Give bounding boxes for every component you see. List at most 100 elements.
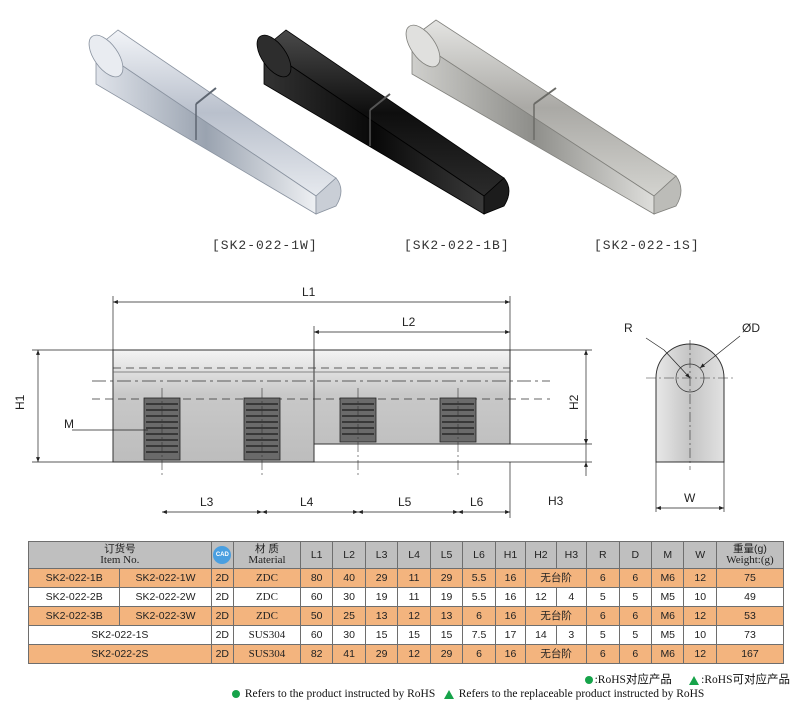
cell-value: 4 [555, 587, 588, 607]
table-row: SK2-022-2S 2D SUS304 82 41 29 12 29 6 16… [28, 644, 785, 664]
dim-label-h3: H3 [548, 494, 564, 508]
dim-label-w: W [684, 491, 696, 505]
header-l2: L2 [332, 541, 366, 569]
dimension-lines [32, 296, 592, 518]
dim-label-h2: H2 [567, 394, 581, 410]
table-row: SK2-022-1B SK2-022-1W 2D ZDC 80 40 29 11… [27, 568, 785, 588]
cell-value: 29 [364, 568, 399, 588]
cell-value: 6 [462, 606, 496, 626]
cell-cad: 2D [210, 625, 234, 645]
cell-value: 40 [332, 568, 366, 588]
dim-label-l5: L5 [398, 495, 412, 509]
cell-value: 50 [299, 606, 334, 626]
cell-value: 10 [683, 625, 717, 645]
cell-value: 29 [364, 644, 399, 664]
dim-label-l3: L3 [200, 495, 214, 509]
cell-item: SK2-022-1S [28, 625, 212, 645]
cell-value: 12 [397, 606, 431, 626]
cell-value: 82 [299, 644, 334, 664]
cell-value: 14 [525, 625, 557, 645]
cell-value: 13 [364, 606, 399, 626]
cell-cad: 2D [210, 606, 234, 626]
cell-value: M6 [650, 606, 685, 626]
cell-value: 12 [683, 606, 717, 626]
header-h2: H2 [525, 541, 557, 569]
cell-value: 12 [683, 568, 717, 588]
dim-label-h1: H1 [13, 394, 27, 410]
cell-value: 16 [494, 568, 527, 588]
cell-item: SK2-022-1W [119, 568, 212, 588]
technical-drawing: L1 L2 L3 L4 L5 L6 H1 H2 H3 M R ØD W [13, 285, 760, 518]
cell-value: 60 [299, 587, 334, 607]
dim-label-l1: L1 [302, 285, 316, 299]
cell-value: 29 [429, 568, 464, 588]
cell-value: 5.5 [462, 568, 496, 588]
cell-value: 11 [397, 587, 431, 607]
hinge-photo-black [256, 29, 510, 215]
cell-value: 12 [397, 644, 431, 664]
cell-value: 15 [364, 625, 399, 645]
cell-value: 15 [429, 625, 464, 645]
cell-value: 16 [494, 644, 527, 664]
cell-value: 6 [586, 606, 620, 626]
dim-label-l6: L6 [470, 495, 484, 509]
cell-value: 11 [397, 568, 431, 588]
table-row: SK2-022-1S 2D SUS304 60 30 15 15 15 7.5 … [28, 625, 785, 645]
cell-value: 13 [429, 606, 464, 626]
header-d: D [618, 541, 653, 569]
rohs-dot-icon [584, 676, 593, 685]
cell-value: M6 [650, 644, 685, 664]
cell-value: 15 [397, 625, 431, 645]
cell-weight: 73 [715, 625, 785, 645]
cell-value: 60 [299, 625, 334, 645]
cell-material: ZDC [232, 568, 301, 588]
header-w: W [683, 541, 717, 569]
cell-item: SK2-022-3W [119, 606, 212, 626]
cell-value: M5 [650, 587, 685, 607]
cell-item: SK2-022-2B [27, 587, 121, 607]
cell-value: 5 [586, 587, 620, 607]
cell-value: 5 [618, 625, 653, 645]
header-weight: 重量(g) Weight:(g) [715, 541, 785, 569]
cell-value: 6 [586, 568, 620, 588]
spec-table: 订货号 Item No. CAD 材 质 Material L1 L2 L3 L… [27, 541, 785, 664]
cell-value: 17 [494, 625, 527, 645]
cell-material: ZDC [232, 587, 301, 607]
header-l5: L5 [429, 541, 464, 569]
dim-label-d: ØD [742, 321, 760, 335]
notes-en: Refers to the product instructed by RoHS… [232, 688, 792, 700]
cell-value: 80 [299, 568, 334, 588]
cell-value: 5 [586, 625, 620, 645]
cell-weight: 167 [715, 644, 785, 664]
cell-cad: 2D [210, 644, 234, 664]
product-photos [88, 19, 682, 215]
cell-value: 41 [332, 644, 366, 664]
header-l1: L1 [299, 541, 334, 569]
rohs-dot-icon [232, 690, 240, 699]
header-h3: H3 [555, 541, 588, 569]
cell-value: 5 [618, 587, 653, 607]
cell-value: 29 [429, 644, 464, 664]
cell-value: 6 [618, 644, 653, 664]
cell-value: 7.5 [462, 625, 496, 645]
cad-icon: CAD [213, 546, 232, 564]
side-view [92, 349, 550, 478]
header-cad: CAD [210, 541, 234, 569]
cell-value: 5.5 [462, 587, 496, 607]
dim-label-m: M [64, 417, 74, 431]
cell-material: SUS304 [232, 625, 301, 645]
dim-label-l4: L4 [300, 495, 314, 509]
cell-item: SK2-022-3B [27, 606, 121, 626]
cell-value: 16 [494, 606, 527, 626]
header-l3: L3 [364, 541, 399, 569]
hinge-photo-stainless [405, 19, 682, 215]
hinge-photo-chrome [88, 29, 342, 215]
table-row: SK2-022-3B SK2-022-3W 2D ZDC 50 25 13 12… [27, 606, 785, 626]
product-code-stainless: [SK2-022-1S] [594, 238, 700, 253]
header-m: M [650, 541, 685, 569]
cell-value: 3 [555, 625, 588, 645]
cell-item: SK2-022-2W [119, 587, 212, 607]
rohs-triangle-icon [689, 675, 700, 685]
cell-no-step: 无台阶 [525, 606, 588, 626]
cell-value: M5 [650, 625, 685, 645]
